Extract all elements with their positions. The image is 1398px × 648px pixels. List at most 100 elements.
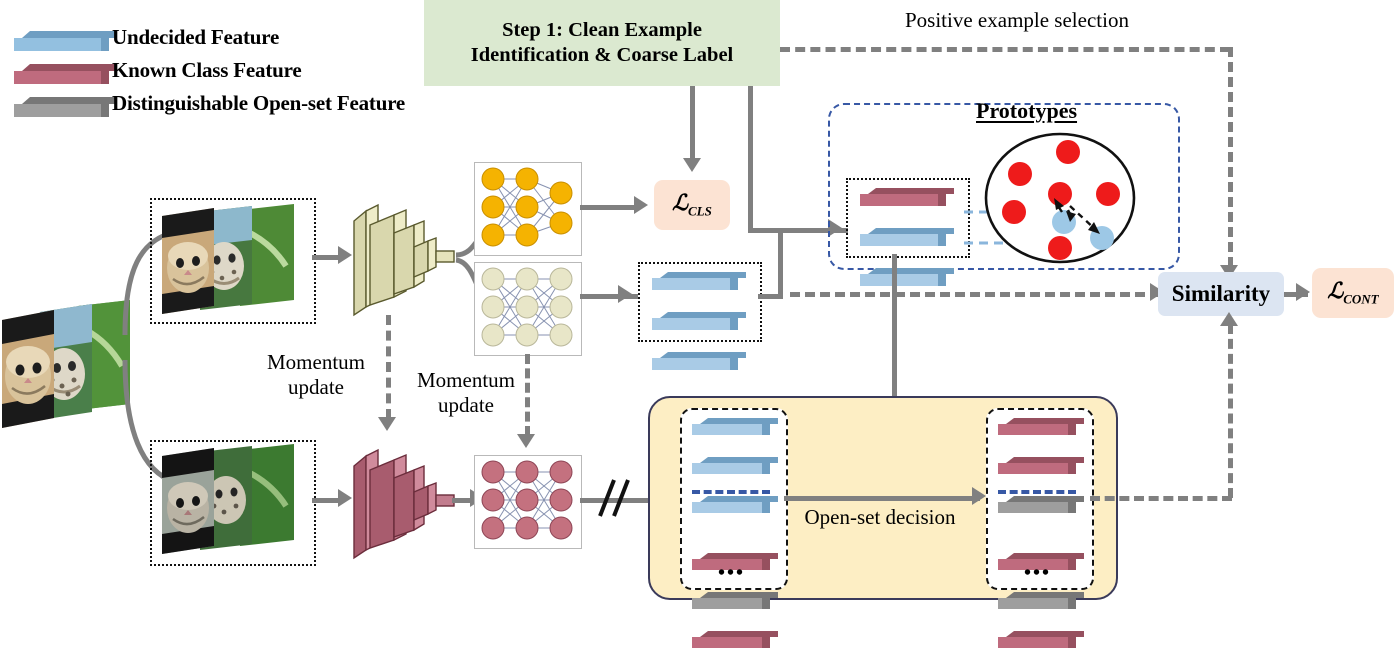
weak-to-encoder-arrow bbox=[338, 246, 352, 264]
feature-bar-blue bbox=[860, 268, 954, 286]
feature-bar-blue bbox=[652, 272, 746, 290]
loss-cls-symbol: ℒ bbox=[672, 190, 688, 216]
open-set-threshold-line bbox=[998, 490, 1076, 494]
prototype-red-dot bbox=[1002, 200, 1026, 224]
strong-to-encoder-arrow bbox=[338, 489, 352, 507]
loss-cont-symbol: ℒ bbox=[1327, 278, 1344, 304]
momentum-update-arrow-2-head bbox=[517, 434, 535, 448]
legend-item-open-set: Distinguishable Open-set Feature bbox=[8, 91, 478, 125]
open-set-decision-arrow bbox=[972, 487, 986, 505]
open-set-right-ellipsis: ••• bbox=[1024, 562, 1052, 584]
feature-to-proto-line-h bbox=[758, 294, 782, 299]
strong-to-encoder-line bbox=[312, 498, 342, 503]
projection-mlp bbox=[474, 262, 582, 356]
feature-to-proto-line-v bbox=[778, 228, 783, 299]
feature-bar-blue bbox=[652, 352, 746, 370]
strong-augmented-stack bbox=[162, 444, 294, 554]
legend: Undecided Feature Known Class Feature Di… bbox=[8, 25, 478, 125]
classifier-to-cls-line bbox=[580, 205, 638, 210]
feature-bar-blue bbox=[860, 228, 954, 246]
momentum-update-label-1: Momentum update bbox=[267, 350, 365, 399]
legend-label-undecided: Undecided Feature bbox=[112, 25, 280, 49]
open-set-decision-label: Open-set decision bbox=[804, 505, 956, 529]
step1-to-cls-arrow bbox=[683, 158, 701, 172]
step1-to-proto-line-h bbox=[748, 228, 848, 233]
step1-line2: Identification & Coarse Label bbox=[470, 44, 734, 66]
input-image-stack bbox=[0, 300, 150, 430]
momentum-update-label-2: Momentum update bbox=[417, 368, 515, 417]
weak-augmented-stack-box bbox=[150, 198, 316, 324]
classifier-mlp bbox=[474, 162, 582, 256]
openset-to-similarity-line-h bbox=[1090, 496, 1232, 501]
proto-to-similarity-line bbox=[790, 292, 1160, 297]
momentum-encoder-to-mlp-line bbox=[452, 498, 478, 503]
positive-selection-label: Positive example selection bbox=[905, 8, 1129, 32]
classifier-to-cls-arrow bbox=[634, 196, 648, 214]
prototype-red-dot bbox=[1056, 140, 1080, 164]
feature-bar-gray bbox=[998, 592, 1084, 609]
prototypes-title: Prototypes bbox=[976, 98, 1078, 123]
loss-cls-sub: CLS bbox=[688, 203, 712, 219]
online-encoder bbox=[344, 195, 464, 317]
step1-to-proto-line-v bbox=[748, 86, 753, 232]
momentum-update-arrow-1-line bbox=[386, 315, 391, 419]
open-set-right-stack: ••• bbox=[986, 408, 1094, 648]
open-set-left-stack: ••• bbox=[680, 408, 788, 648]
proto-to-openset-line bbox=[892, 254, 897, 484]
feature-bar-red bbox=[692, 631, 778, 648]
momentum-encoder bbox=[344, 440, 464, 560]
prototype-red-dot bbox=[1048, 236, 1072, 260]
open-set-decision-line bbox=[784, 496, 980, 501]
legend-label-open-set: Distinguishable Open-set Feature bbox=[112, 91, 406, 115]
weak-to-encoder-line bbox=[312, 255, 342, 260]
online-feature-box bbox=[638, 262, 762, 370]
feature-bar-red-icon bbox=[14, 64, 117, 84]
step1-to-cls-line bbox=[690, 86, 695, 160]
loss-cls-box: ℒCLS bbox=[654, 180, 730, 230]
similarity-label: Similarity bbox=[1171, 281, 1271, 306]
feature-bar-gray-icon bbox=[14, 97, 117, 117]
feature-bar-red bbox=[998, 553, 1084, 570]
step1-box: Step 1: Clean Example Identification & C… bbox=[424, 0, 780, 86]
legend-item-known-class: Known Class Feature bbox=[8, 58, 478, 92]
open-set-left-ellipsis: ••• bbox=[718, 562, 746, 584]
feature-bar-red bbox=[998, 631, 1084, 648]
prototype-red-dot bbox=[1048, 182, 1072, 206]
momentum-update-arrow-2-line bbox=[525, 354, 530, 436]
open-set-threshold-line bbox=[692, 490, 770, 494]
prototype-red-dot bbox=[1096, 182, 1120, 206]
loss-cont-sub: CONT bbox=[1343, 291, 1379, 307]
momentum-to-openset-line bbox=[580, 498, 682, 503]
legend-label-known-class: Known Class Feature bbox=[112, 58, 302, 82]
openset-to-similarity-arrow bbox=[1220, 312, 1238, 326]
feature-bar-gray bbox=[692, 592, 778, 609]
legend-item-undecided: Undecided Feature bbox=[8, 25, 478, 59]
step1-to-proto-arrow bbox=[828, 219, 842, 237]
prototypes-container bbox=[828, 103, 1180, 270]
feature-bar-blue bbox=[692, 418, 778, 435]
strong-augmented-stack-box bbox=[150, 440, 316, 566]
projection-to-feature-line bbox=[580, 294, 638, 299]
feature-bar-blue bbox=[692, 496, 778, 513]
feature-bar-blue-icon bbox=[14, 31, 117, 51]
similarity-to-cont-arrow bbox=[1296, 283, 1310, 301]
step1-line1: Step 1: Clean Example bbox=[502, 19, 702, 41]
weak-augmented-stack bbox=[162, 204, 294, 314]
projection-to-feature-arrow bbox=[618, 285, 632, 303]
feature-bar-red bbox=[998, 457, 1084, 474]
feature-bar-red bbox=[692, 553, 778, 570]
momentum-mlp bbox=[474, 455, 582, 549]
feature-bar-blue bbox=[652, 312, 746, 330]
feature-bar-red bbox=[860, 188, 954, 206]
loss-cont-box: ℒCONT bbox=[1312, 268, 1394, 318]
openset-to-similarity-line-v bbox=[1228, 324, 1233, 498]
momentum-update-arrow-1-head bbox=[378, 417, 396, 431]
feature-bar-blue bbox=[692, 457, 778, 474]
positive-selection-line-v bbox=[1228, 47, 1233, 267]
gradient-stop-icon bbox=[598, 479, 630, 517]
prototype-red-dot bbox=[1008, 162, 1032, 186]
feature-bar-red bbox=[998, 418, 1084, 435]
similarity-box: Similarity bbox=[1158, 272, 1284, 316]
prototype-circle bbox=[984, 132, 1136, 264]
